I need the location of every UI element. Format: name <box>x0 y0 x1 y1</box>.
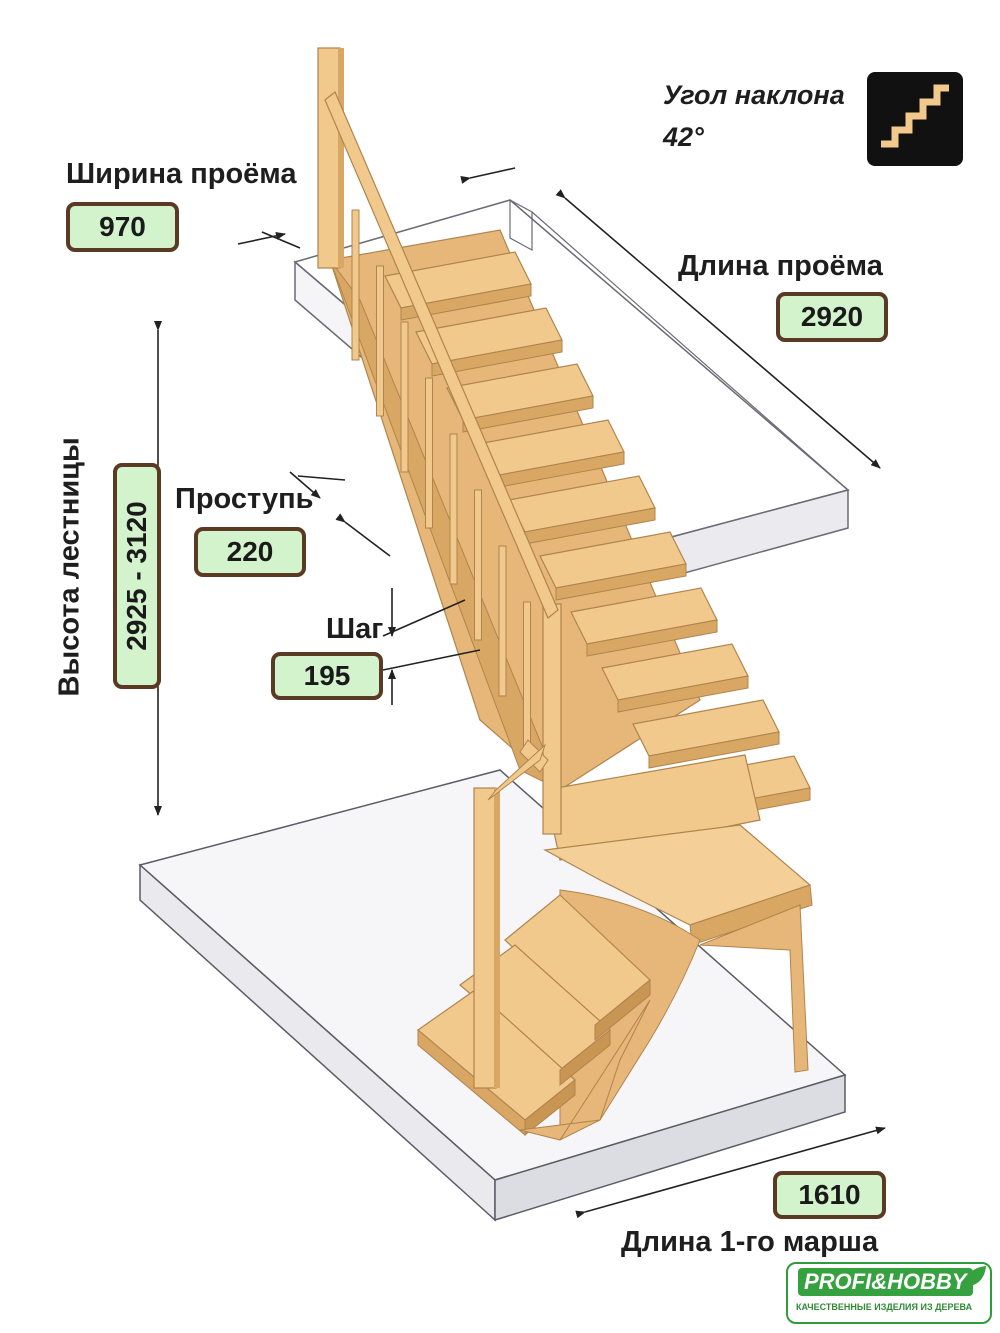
step-value: 195 <box>271 652 383 700</box>
stair-height-label: Высота лестницы <box>53 437 86 697</box>
leaf-icon <box>965 1266 986 1287</box>
brand-logo: PROFI&HOBBY КАЧЕСТВЕННЫЕ ИЗДЕЛИЯ ИЗ ДЕРЕ… <box>786 1262 992 1324</box>
upper-tread-edge <box>586 619 718 657</box>
first-flight-length-label: Длина 1-го марша <box>621 1226 879 1258</box>
step-label: Шаг <box>326 613 384 645</box>
upper-tread-edge <box>617 675 749 713</box>
stairs-icon <box>867 72 963 166</box>
baluster <box>523 601 531 753</box>
railing <box>317 47 562 1089</box>
logo-tagline: КАЧЕСТВЕННЫЕ ИЗДЕЛИЯ ИЗ ДЕРЕВА <box>796 1302 973 1312</box>
baluster <box>449 433 458 585</box>
upper-flight <box>384 251 811 825</box>
tread-value: 220 <box>194 527 306 577</box>
baluster <box>474 489 482 641</box>
upper-tread-edge <box>648 731 780 769</box>
baluster <box>376 265 384 417</box>
baluster <box>351 209 360 361</box>
upper-tread-edge <box>555 563 687 601</box>
opening-length-label: Длина проёма <box>678 250 883 282</box>
slope-angle-value: 42° <box>663 122 704 152</box>
opening-width-label: Ширина проёма <box>66 158 297 190</box>
opening-length-value: 2920 <box>776 292 888 342</box>
stair-height-value: 2925 - 3120 <box>113 463 161 689</box>
opening-width-value: 970 <box>66 202 179 252</box>
tread-label: Проступь <box>175 483 314 515</box>
first-flight-length-value: 1610 <box>773 1171 886 1219</box>
baluster <box>425 377 433 529</box>
baluster <box>498 545 507 697</box>
baluster <box>400 321 409 473</box>
logo-text: PROFI&HOBBY <box>798 1268 973 1296</box>
upper-tread-edge <box>400 283 532 321</box>
slope-angle-title: Угол наклона <box>663 80 845 110</box>
